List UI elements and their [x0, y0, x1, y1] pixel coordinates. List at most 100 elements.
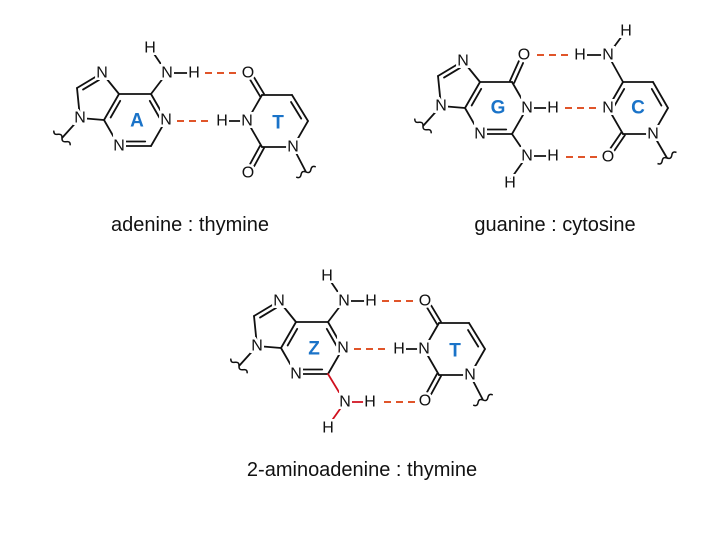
- sugar-bond: [469, 374, 484, 401]
- base-label-thymine: T: [272, 113, 284, 134]
- wavy-bond-icon: [295, 165, 317, 179]
- atom-n: N: [647, 126, 659, 143]
- atom-n: N: [521, 100, 533, 117]
- bond: [607, 131, 623, 153]
- bond: [253, 300, 280, 317]
- bond: [327, 300, 345, 323]
- bond: [462, 60, 481, 83]
- bond: [327, 373, 346, 403]
- bond: [607, 107, 624, 135]
- bond: [428, 300, 442, 323]
- bond: [509, 155, 528, 181]
- atom-n: N: [339, 394, 351, 411]
- base-label-thymine: T: [449, 341, 461, 362]
- wavy-bond-icon: [230, 358, 248, 374]
- atom-n: N: [337, 340, 349, 357]
- bond: [610, 134, 626, 156]
- base-label-cytosine: C: [631, 98, 645, 119]
- bond: [278, 300, 297, 323]
- bond: [613, 88, 626, 107]
- bond: [256, 345, 282, 349]
- sugar-bond: [422, 105, 442, 127]
- atom-n: N: [474, 126, 486, 143]
- atom-n: N: [464, 367, 476, 384]
- atom-n: N: [96, 65, 108, 82]
- bond: [464, 107, 481, 135]
- sugar-bond: [652, 133, 668, 159]
- atom-n: N: [113, 138, 125, 155]
- atom-o: O: [518, 47, 530, 64]
- atom-o: O: [419, 393, 431, 410]
- bond: [469, 348, 486, 376]
- atom-h: H: [144, 40, 156, 57]
- bond: [464, 81, 481, 109]
- bond: [291, 94, 309, 122]
- sugar-bond: [61, 117, 81, 139]
- atom-n: N: [287, 139, 299, 156]
- bond: [509, 60, 520, 82]
- bond: [103, 93, 120, 121]
- atom-h: H: [504, 175, 516, 192]
- atom-o: O: [602, 149, 614, 166]
- wavy-bond-icon: [53, 130, 71, 146]
- bond: [246, 120, 263, 148]
- atom-n: N: [251, 338, 263, 355]
- atom-h: H: [574, 47, 586, 64]
- bond: [290, 101, 303, 120]
- bond: [286, 327, 299, 347]
- bond: [607, 54, 624, 83]
- atom-h: H: [365, 293, 377, 310]
- bond: [424, 303, 438, 326]
- bond: [251, 147, 265, 172]
- atom-n: N: [161, 65, 173, 82]
- bond: [76, 87, 81, 119]
- atom-n: N: [521, 148, 533, 165]
- bond: [109, 99, 122, 119]
- bond: [511, 133, 528, 157]
- bond: [327, 401, 346, 427]
- bond: [423, 348, 440, 376]
- bond: [511, 107, 528, 135]
- bond: [443, 67, 461, 79]
- bond: [150, 72, 168, 95]
- atom-n: N: [290, 366, 302, 383]
- bond: [101, 72, 120, 95]
- bond: [327, 347, 344, 375]
- bond: [437, 60, 464, 77]
- bond: [652, 107, 669, 135]
- bond: [424, 372, 438, 397]
- atom-n: N: [74, 110, 86, 127]
- bond: [103, 119, 120, 147]
- bond: [607, 81, 624, 109]
- atom-h: H: [216, 113, 228, 130]
- base-label-guanine: G: [491, 98, 506, 119]
- atom-n: N: [602, 100, 614, 117]
- bond: [149, 47, 168, 74]
- bond: [650, 88, 663, 107]
- caption-guanine-cytosine: guanine : cytosine: [474, 214, 636, 236]
- bond: [326, 275, 345, 302]
- bond: [76, 72, 103, 89]
- bond: [280, 321, 297, 349]
- wavy-bond-icon: [657, 151, 677, 165]
- caption-aminoadenine-thymine: 2-aminoadenine : thymine: [246, 459, 478, 481]
- bond: [470, 87, 483, 107]
- bond: [327, 321, 344, 349]
- bond: [150, 119, 167, 147]
- wavy-bond-icon: [472, 393, 494, 407]
- atom-n: N: [241, 113, 253, 130]
- bond: [150, 93, 167, 121]
- atom-h: H: [393, 341, 405, 358]
- bond: [607, 31, 626, 56]
- bond: [148, 99, 161, 119]
- wavy-bond-icon: [414, 118, 432, 134]
- atom-h: H: [547, 148, 559, 165]
- base-label-adenine: A: [130, 111, 144, 132]
- bond: [652, 81, 669, 109]
- bond: [280, 347, 297, 375]
- bond: [440, 105, 466, 109]
- bond: [253, 315, 258, 347]
- atom-n: N: [435, 98, 447, 115]
- atom-h: H: [364, 394, 376, 411]
